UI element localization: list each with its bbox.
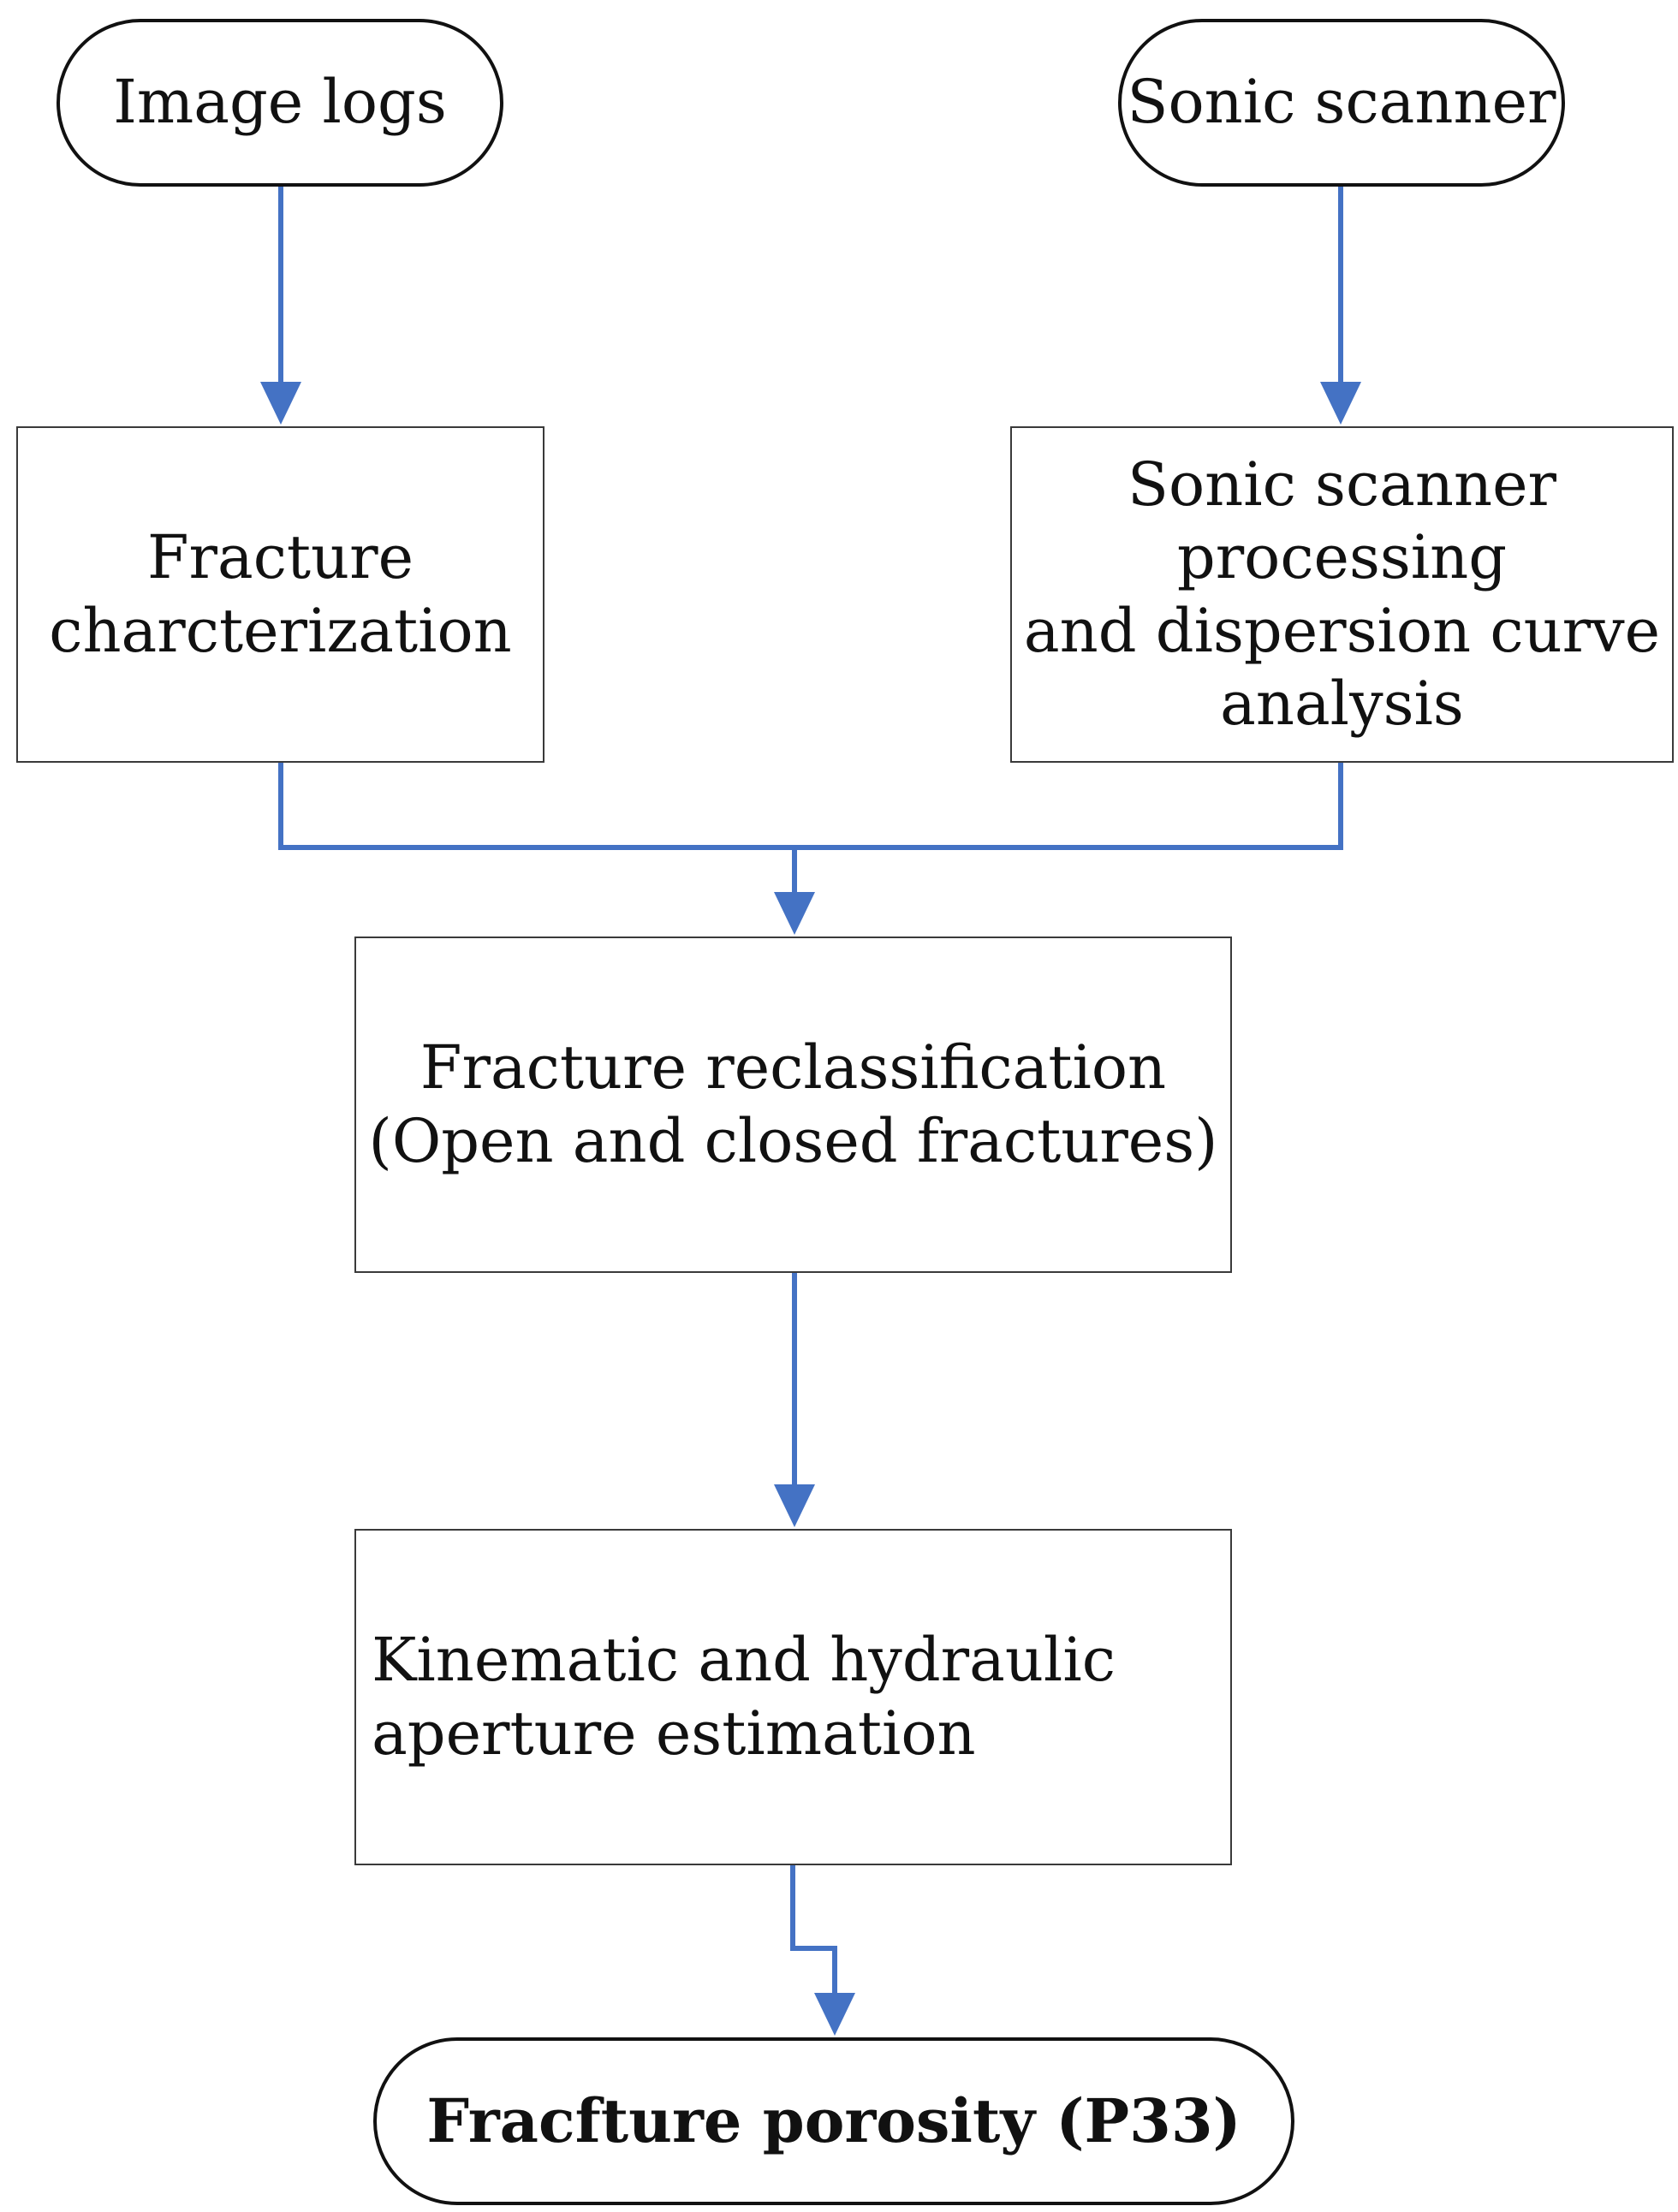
start-node-sonic-scanner: Sonic scanner	[1118, 19, 1565, 187]
node-label: Image logs	[113, 67, 447, 138]
end-node-fracture-porosity: Fracfture porosity (P33)	[373, 2037, 1294, 2205]
arrowhead-porosity	[814, 1993, 855, 2036]
process-node-sonic-processing: Sonic scanner processing and dispersion …	[1010, 426, 1674, 763]
process-node-fracture-characterization: Fracture charcterization	[16, 426, 544, 763]
arrowhead-processing	[1320, 382, 1361, 425]
process-node-fracture-reclassification: Fracture reclassification (Open and clos…	[354, 937, 1232, 1273]
node-label: Fracfture porosity (P33)	[426, 2085, 1241, 2157]
node-label: Fracture charcterization	[49, 522, 512, 666]
arrowhead-aperture	[774, 1484, 815, 1527]
node-label: Kinematic and hydraulic aperture estimat…	[372, 1625, 1116, 1769]
merge-line-processing	[794, 763, 1343, 850]
merge-line-characterization	[278, 763, 794, 850]
start-node-image-logs: Image logs	[57, 19, 503, 187]
arrowhead-characterization	[260, 382, 301, 425]
arrowhead-reclassification	[774, 892, 815, 935]
arrow-aperture-to-porosity	[790, 1865, 837, 2001]
process-node-aperture-estimation: Kinematic and hydraulic aperture estimat…	[354, 1529, 1232, 1865]
node-label: Sonic scanner	[1127, 67, 1556, 138]
node-label: Fracture reclassification (Open and clos…	[368, 1032, 1218, 1176]
node-label: Sonic scanner processing and dispersion …	[1023, 449, 1661, 739]
